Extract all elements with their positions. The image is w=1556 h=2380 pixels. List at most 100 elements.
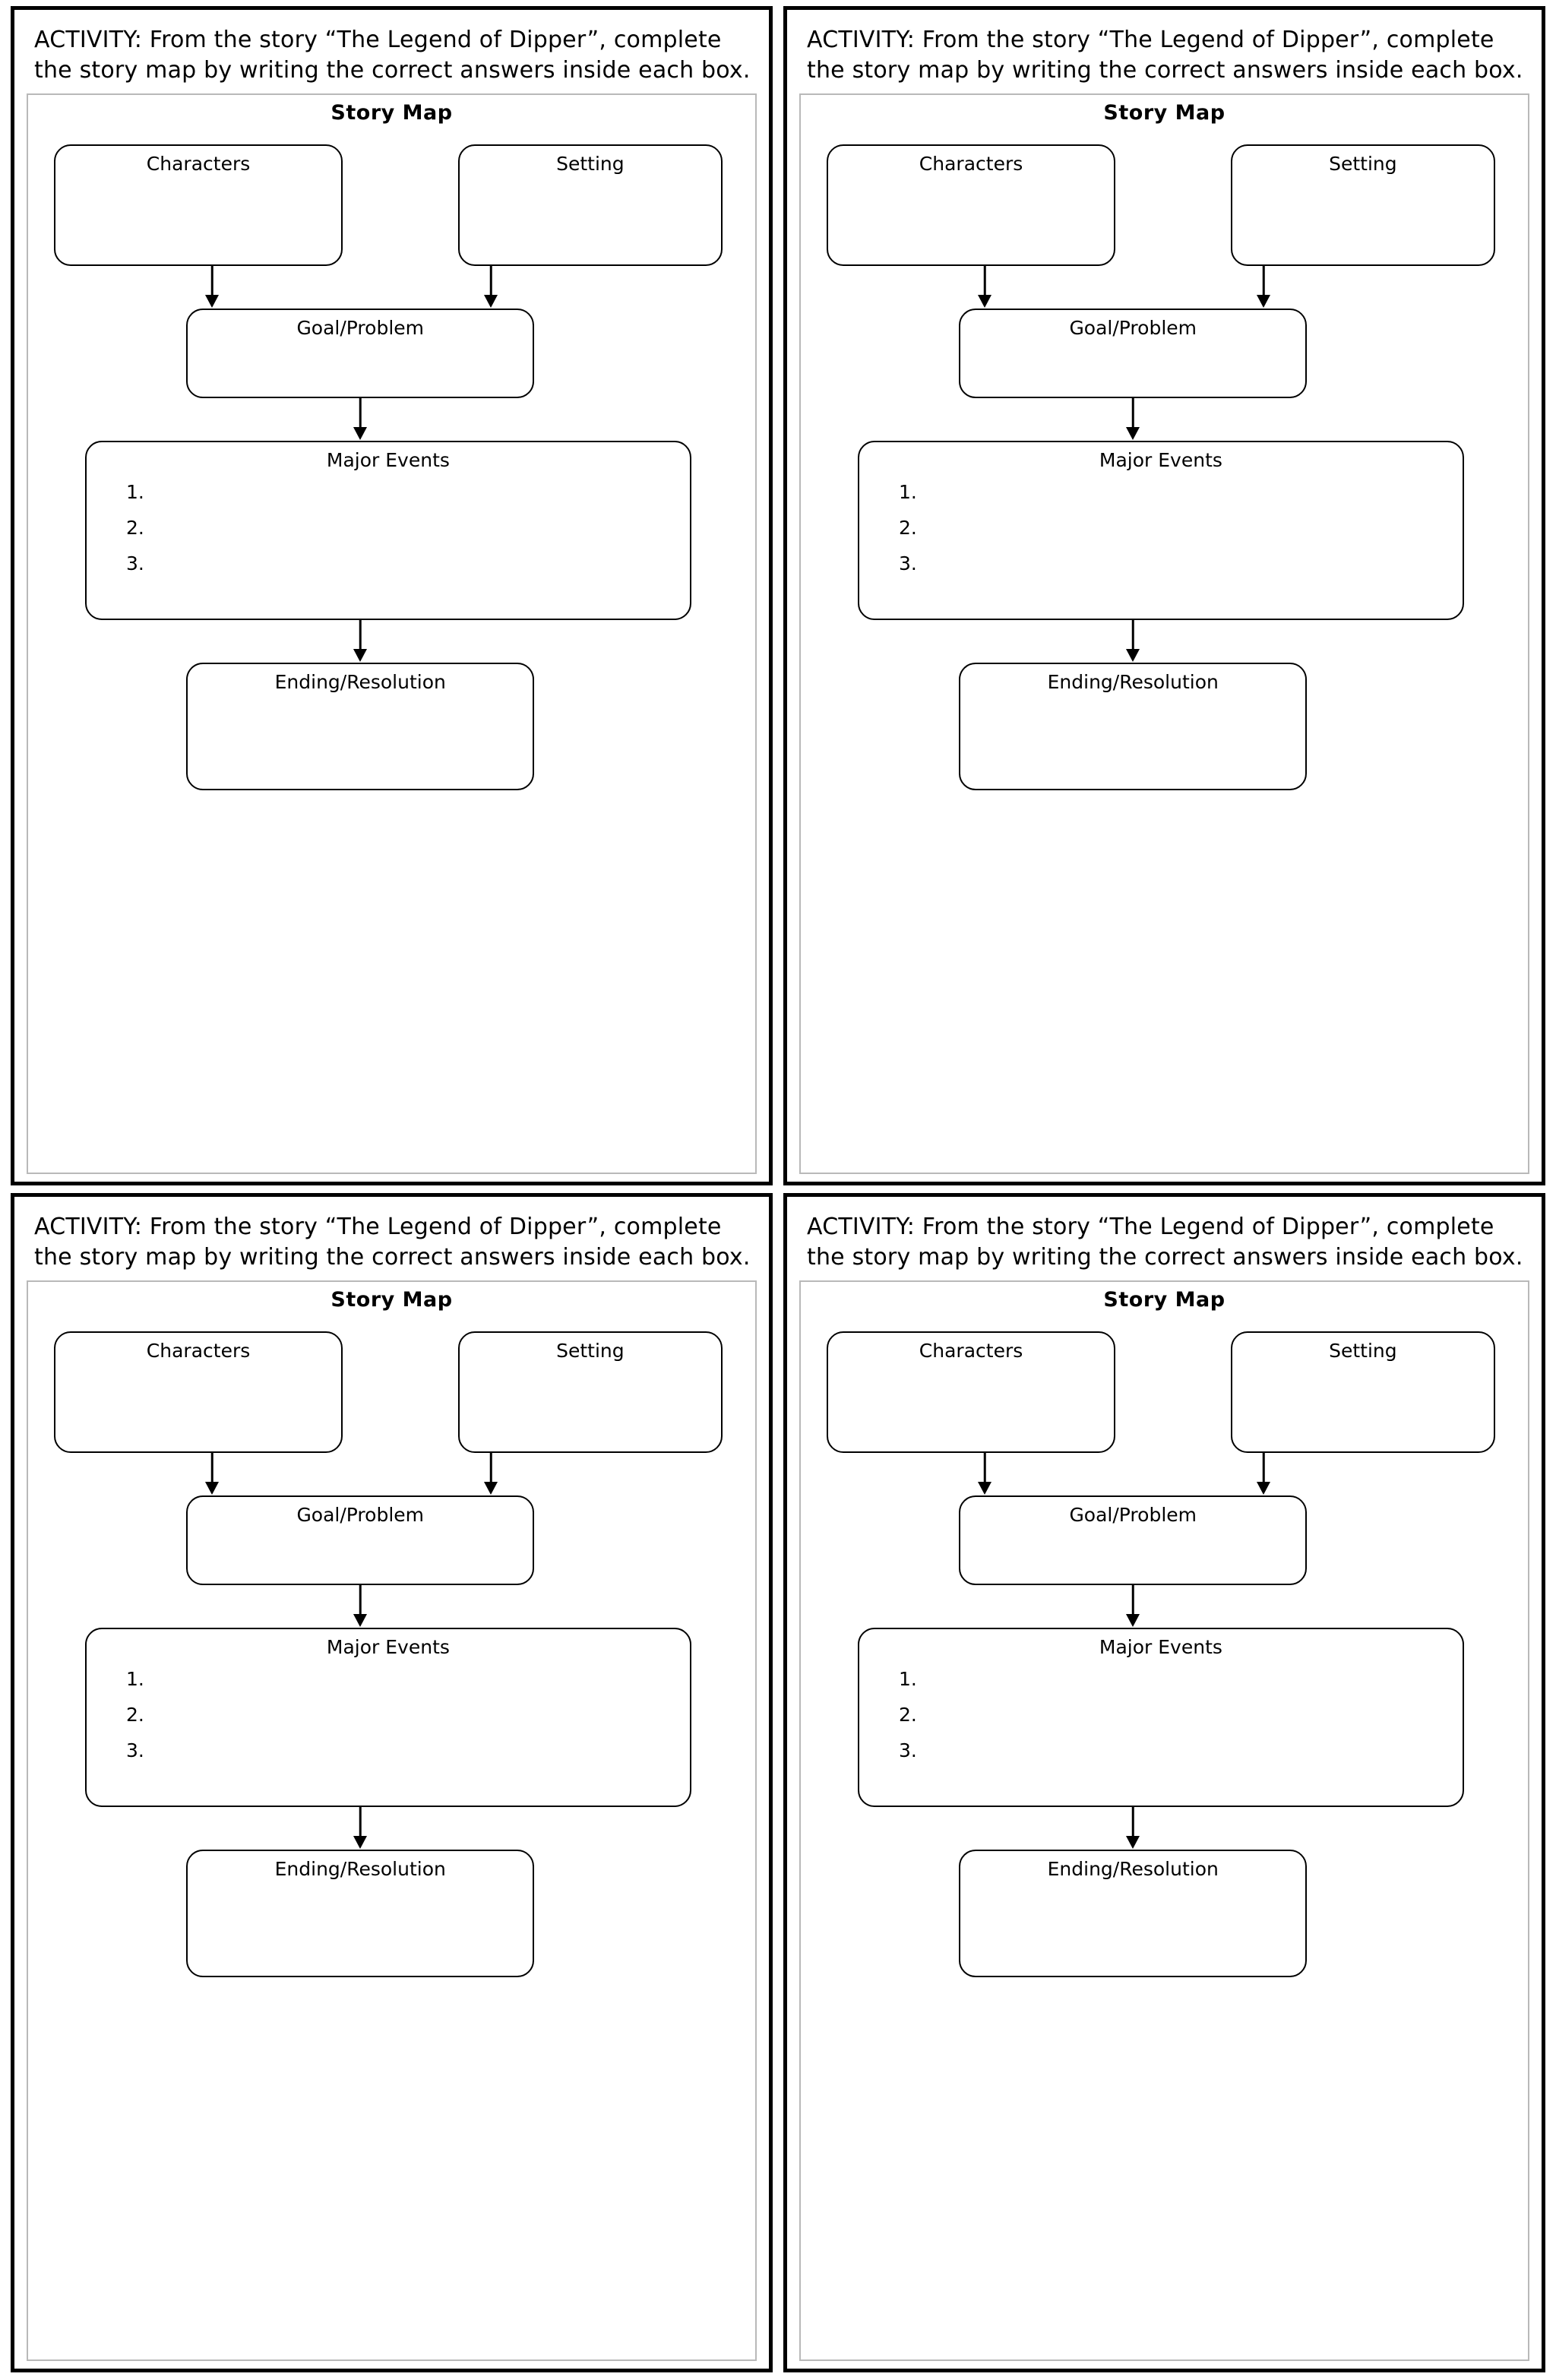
arrow-to-major-events: [811, 1584, 1517, 1628]
story-map-frame: Story Map Characters Setting: [799, 1280, 1529, 2361]
arrow-to-ending: [39, 1806, 745, 1850]
activity-instructions: ACTIVITY: From the story “The Legend of …: [34, 27, 751, 84]
ending-resolution-label: Ending/Resolution: [274, 670, 446, 693]
major-events-list: 1. 2. 3.: [859, 1657, 1463, 1806]
story-map-row-top: Characters Setting: [39, 1315, 745, 1453]
major-events-label: Major Events: [326, 1635, 450, 1658]
major-events-box[interactable]: Major Events 1. 2. 3.: [85, 1627, 691, 1807]
story-map-body: Characters Setting Goal/: [811, 1315, 1517, 2353]
arrow-down-icon-characters-to-goal: [977, 265, 992, 309]
ending-resolution-box[interactable]: Ending/Resolution: [958, 1849, 1308, 1977]
story-map-title: Story Map: [1103, 100, 1226, 125]
arrow-down-icon-characters-to-goal: [204, 265, 220, 309]
story-map-row-ending: Ending/Resolution: [39, 662, 745, 1166]
arrow-to-ending: [811, 1806, 1517, 1850]
story-map-row-events: Major Events 1. 2. 3.: [39, 440, 745, 620]
setting-box[interactable]: Setting: [1230, 144, 1496, 266]
list-item[interactable]: 1.: [899, 1668, 917, 1691]
story-map-row-top: Characters Setting: [811, 1315, 1517, 1453]
arrow-down-icon-events-to-ending: [1125, 1806, 1140, 1850]
ending-resolution-label: Ending/Resolution: [1047, 1857, 1219, 1880]
list-item[interactable]: 3.: [126, 1739, 144, 1762]
arrow-to-major-events: [811, 397, 1517, 441]
goal-problem-box[interactable]: Goal/Problem: [185, 1495, 535, 1585]
story-map-row-top: Characters Setting: [39, 128, 745, 266]
goal-problem-box[interactable]: Goal/Problem: [958, 1495, 1308, 1585]
story-map-frame: Story Map Characters Setting: [27, 93, 757, 1174]
goal-problem-label: Goal/Problem: [1069, 1503, 1197, 1526]
list-item[interactable]: 3.: [899, 552, 917, 575]
list-item[interactable]: 2.: [126, 517, 144, 540]
major-events-label: Major Events: [326, 448, 450, 471]
list-item[interactable]: 2.: [899, 1704, 917, 1726]
list-item[interactable]: 2.: [126, 1704, 144, 1726]
goal-problem-box[interactable]: Goal/Problem: [185, 308, 535, 398]
characters-label: Characters: [146, 1339, 251, 1362]
list-item[interactable]: 1.: [126, 1668, 144, 1691]
characters-box[interactable]: Characters: [53, 1331, 343, 1453]
arrow-down-icon-setting-to-goal: [1256, 1452, 1271, 1495]
story-map-title: Story Map: [330, 100, 453, 125]
story-map-title: Story Map: [330, 1287, 453, 1312]
story-map-title: Story Map: [1103, 1287, 1226, 1312]
story-map-row-ending: Ending/Resolution: [811, 1849, 1517, 2353]
worksheet-panel: ACTIVITY: From the story “The Legend of …: [11, 6, 773, 1185]
worksheet-panel: ACTIVITY: From the story “The Legend of …: [783, 1193, 1545, 2372]
characters-box[interactable]: Characters: [826, 144, 1116, 266]
activity-instructions: ACTIVITY: From the story “The Legend of …: [807, 27, 1523, 84]
ending-resolution-box[interactable]: Ending/Resolution: [185, 662, 535, 790]
ending-resolution-label: Ending/Resolution: [1047, 670, 1219, 693]
major-events-list: 1. 2. 3.: [87, 1657, 690, 1806]
ending-resolution-box[interactable]: Ending/Resolution: [185, 1849, 535, 1977]
setting-label: Setting: [1329, 1339, 1397, 1362]
arrow-down-icon-events-to-ending: [1125, 619, 1140, 663]
story-map-body: Characters Setting Goal/: [39, 1315, 745, 2353]
arrow-down-icon-characters-to-goal: [977, 1452, 992, 1495]
story-map-row-events: Major Events 1. 2. 3.: [811, 440, 1517, 620]
arrow-down-icon-goal-to-events: [353, 1584, 368, 1628]
goal-problem-label: Goal/Problem: [296, 316, 425, 339]
story-map-frame: Story Map Characters Setting: [799, 93, 1529, 1174]
arrows-to-goal: [811, 265, 1517, 309]
story-map-row-ending: Ending/Resolution: [39, 1849, 745, 2353]
major-events-label: Major Events: [1099, 448, 1222, 471]
story-map-row-events: Major Events 1. 2. 3.: [811, 1627, 1517, 1807]
arrow-to-ending: [39, 619, 745, 663]
arrow-down-icon-setting-to-goal: [1256, 265, 1271, 309]
list-item[interactable]: 3.: [899, 1739, 917, 1762]
characters-box[interactable]: Characters: [53, 144, 343, 266]
ending-resolution-label: Ending/Resolution: [274, 1857, 446, 1880]
arrow-down-icon-setting-to-goal: [483, 265, 498, 309]
setting-label: Setting: [1329, 152, 1397, 175]
major-events-label: Major Events: [1099, 1635, 1222, 1658]
setting-label: Setting: [556, 1339, 625, 1362]
setting-box[interactable]: Setting: [1230, 1331, 1496, 1453]
setting-label: Setting: [556, 152, 625, 175]
major-events-box[interactable]: Major Events 1. 2. 3.: [858, 440, 1464, 620]
goal-problem-label: Goal/Problem: [296, 1503, 425, 1526]
setting-box[interactable]: Setting: [457, 1331, 723, 1453]
major-events-box[interactable]: Major Events 1. 2. 3.: [858, 1627, 1464, 1807]
arrow-down-icon-events-to-ending: [353, 1806, 368, 1850]
story-map-row-goal: Goal/Problem: [811, 308, 1517, 398]
characters-box[interactable]: Characters: [826, 1331, 1116, 1453]
major-events-box[interactable]: Major Events 1. 2. 3.: [85, 440, 691, 620]
arrow-to-major-events: [39, 397, 745, 441]
characters-label: Characters: [919, 152, 1023, 175]
setting-box[interactable]: Setting: [457, 144, 723, 266]
story-map-row-goal: Goal/Problem: [811, 1495, 1517, 1585]
list-item[interactable]: 3.: [126, 552, 144, 575]
story-map-body: Characters Setting Goal/: [39, 128, 745, 1166]
activity-instructions: ACTIVITY: From the story “The Legend of …: [34, 1214, 751, 1271]
characters-label: Characters: [919, 1339, 1023, 1362]
goal-problem-box[interactable]: Goal/Problem: [958, 308, 1308, 398]
list-item[interactable]: 1.: [126, 481, 144, 504]
goal-problem-label: Goal/Problem: [1069, 316, 1197, 339]
list-item[interactable]: 2.: [899, 517, 917, 540]
arrow-to-major-events: [39, 1584, 745, 1628]
ending-resolution-box[interactable]: Ending/Resolution: [958, 662, 1308, 790]
list-item[interactable]: 1.: [899, 481, 917, 504]
story-map-body: Characters Setting Goal/: [811, 128, 1517, 1166]
worksheet-panel: ACTIVITY: From the story “The Legend of …: [11, 1193, 773, 2372]
